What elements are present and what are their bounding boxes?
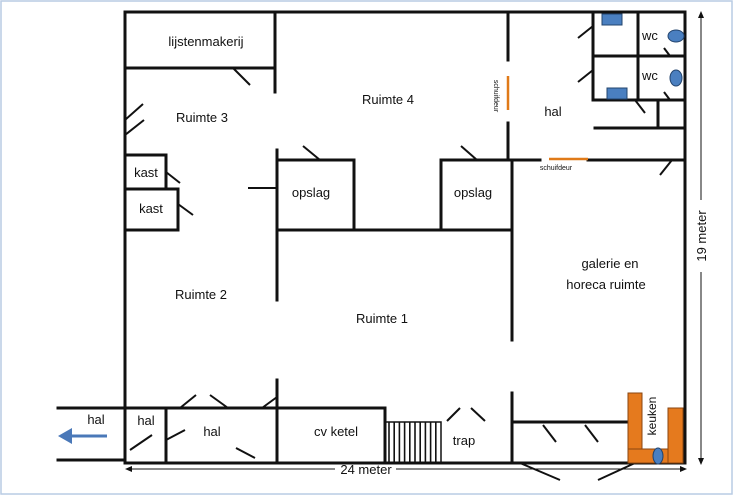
- room-label-horeca: horeca ruimte: [566, 277, 645, 292]
- kitchen-counters: [627, 392, 684, 465]
- room-label-cv-ketel: cv ketel: [314, 424, 358, 439]
- dimension-width: [125, 466, 687, 472]
- room-label-hal-bottom: hal: [203, 424, 220, 439]
- room-label-kast: kast: [134, 165, 158, 180]
- label-schuifdeur-horizontal: schuifdeur: [540, 165, 573, 172]
- room-label-ruimte-3: Ruimte 3: [176, 110, 228, 125]
- label-schuifdeur-vertical: schuifdeur: [492, 80, 499, 113]
- room-label-keuken: keuken: [645, 397, 659, 436]
- dimension-width-label: 24 meter: [340, 462, 392, 477]
- room-label-hal: hal: [544, 104, 561, 119]
- room-label-ruimte-2: Ruimte 2: [175, 287, 227, 302]
- room-label-trap: trap: [453, 433, 475, 448]
- sliding-doors: [506, 76, 588, 161]
- room-label-hal-outside: hal: [87, 412, 104, 427]
- room-label-ruimte-4: Ruimte 4: [362, 92, 414, 107]
- room-label-wc: wc: [641, 68, 658, 83]
- room-label-wc: wc: [641, 28, 658, 43]
- wc-fixtures: [601, 13, 685, 100]
- dimension-height-label: 19 meter: [694, 210, 709, 262]
- sink-icon: [601, 13, 623, 26]
- staircase: [384, 421, 442, 464]
- room-label-opslag-left: opslag: [292, 185, 330, 200]
- interior-walls: [123, 10, 687, 465]
- outside-hall: [56, 406, 127, 462]
- dimension-height: [698, 11, 704, 465]
- room-label-ruimte-1: Ruimte 1: [356, 311, 408, 326]
- door-swings: [124, 25, 673, 481]
- room-label-opslag-right: opslag: [454, 185, 492, 200]
- room-label-galerie: galerie en: [581, 256, 638, 271]
- outer-walls: [123, 10, 687, 465]
- sink-icon: [652, 447, 664, 465]
- toilet-icon: [669, 69, 683, 87]
- room-label-hal-small: hal: [137, 413, 154, 428]
- sink-icon: [606, 87, 628, 100]
- room-label-lijstenmakerij: lijstenmakerij: [168, 34, 243, 49]
- room-label-kast: kast: [139, 201, 163, 216]
- entrance-arrow: [58, 428, 107, 444]
- toilet-icon: [667, 29, 685, 43]
